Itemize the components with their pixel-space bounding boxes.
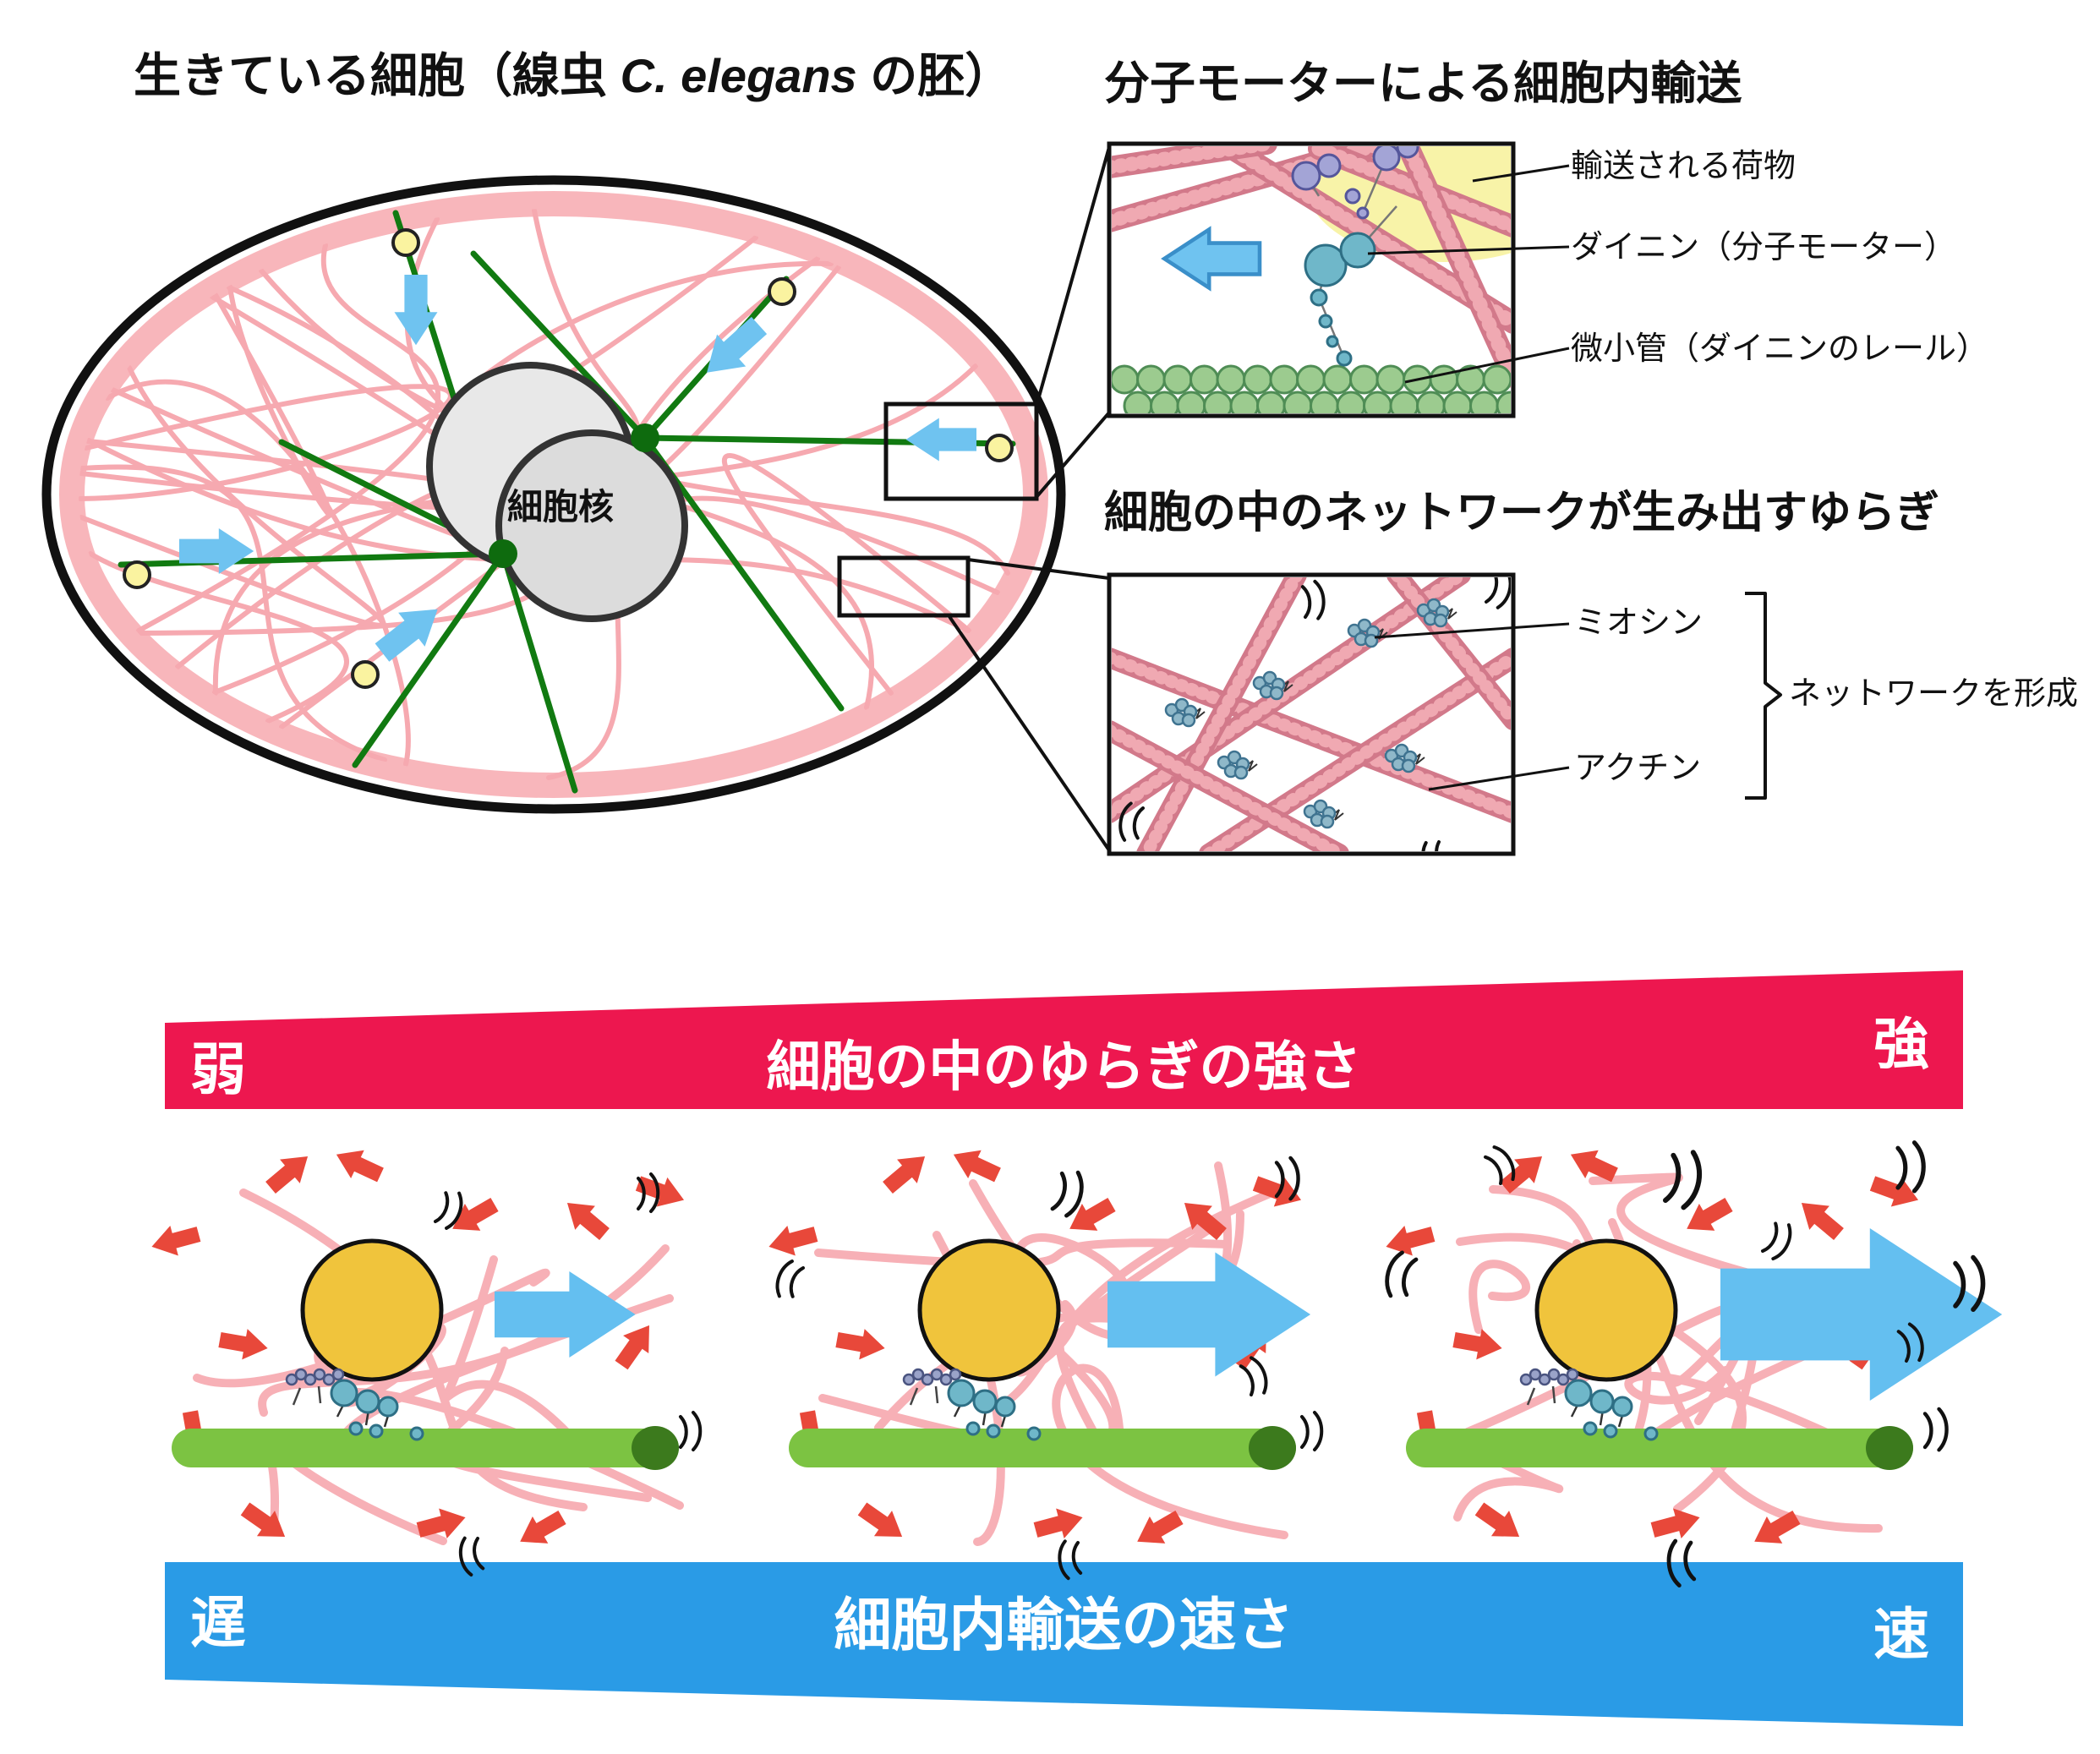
fluctuation-banner-title: 細胞の中のゆらぎの強さ	[766, 1036, 1362, 1097]
microtubule-end	[1866, 1426, 1913, 1470]
centrosome	[489, 539, 517, 568]
dynein-label: ダイニン（分子モーター）	[1571, 230, 1957, 265]
dynein-on-cargo	[1291, 146, 1419, 220]
leader-lines	[1374, 622, 1570, 791]
cell-diagram	[41, 146, 1111, 852]
myosin-label: ミオシン	[1574, 605, 1704, 641]
dynein-motor	[947, 1379, 1042, 1441]
cargo-label: 輸送される荷物	[1571, 149, 1796, 184]
panel-2	[764, 1140, 1324, 1581]
actin-label: アクチン	[1574, 751, 1702, 786]
microtubule-rod	[172, 1429, 679, 1467]
zoom-regions	[837, 146, 1111, 852]
cell-title-species: C. elegans	[620, 49, 857, 102]
network-formation-label: ネットワークを形成	[1789, 676, 2079, 712]
nucleus	[426, 362, 688, 622]
cell-title-prefix: 生きている細胞（線虫	[134, 49, 621, 102]
fluctuation-banner	[165, 970, 1963, 1109]
myosin-complex	[285, 1368, 345, 1406]
cell-title-suffix: の胚）	[856, 49, 1013, 102]
microtubule-rod	[789, 1429, 1296, 1467]
cargo-vesicle	[917, 1238, 1061, 1382]
speed-arrow	[1107, 1252, 1311, 1377]
network-inset	[1107, 572, 1782, 856]
myosin-complex	[1519, 1368, 1579, 1406]
microtubule-rod	[1406, 1429, 1913, 1467]
panel-1	[147, 1140, 703, 1578]
network-inset-title: 細胞の中のネットワークが生み出すゆらぎ	[1104, 489, 1940, 538]
cargo-dots	[123, 228, 1014, 689]
microtubule-label: 微小管（ダイニンのレール）	[1571, 331, 1989, 367]
microtubule-end	[1249, 1426, 1296, 1470]
vibration-marks	[432, 1172, 703, 1578]
microtubule-rail	[1112, 364, 1511, 413]
cell-title: 生きている細胞（線虫 C. elegans の胚）	[134, 49, 1012, 103]
transport-inset-title: 分子モーターによる細胞内輸送	[1104, 58, 1742, 109]
speed-fast-label: 速	[1873, 1603, 1929, 1665]
dynein-motor	[1304, 232, 1376, 367]
dynein-motor	[330, 1379, 424, 1441]
speed-slow-label: 遅	[190, 1591, 246, 1653]
speed-banner	[165, 1562, 1963, 1726]
actin-mesh	[193, 1188, 684, 1545]
myosin-motors	[1164, 598, 1457, 829]
panel-3	[1382, 1140, 2003, 1586]
fluctuation-weak-label: 弱	[190, 1038, 246, 1101]
fluctuation-strong-label: 強	[1873, 1013, 1929, 1075]
microtubule-filaments	[1112, 146, 1511, 388]
nucleus-label: 細胞核	[506, 486, 615, 527]
bracket	[1745, 592, 1782, 800]
transport-inset	[1107, 141, 1570, 418]
comparison-panels	[147, 1140, 2003, 1586]
leader-lines	[1367, 164, 1570, 384]
microtubule-end	[632, 1426, 679, 1470]
cargo-vesicle	[300, 1238, 444, 1382]
dynein-motor	[1564, 1379, 1659, 1441]
centrosome	[631, 423, 659, 452]
cargo-vesicle	[1534, 1238, 1678, 1382]
myosin-complex	[902, 1368, 962, 1406]
speed-banner-title: 細胞内輸送の速さ	[834, 1593, 1294, 1658]
